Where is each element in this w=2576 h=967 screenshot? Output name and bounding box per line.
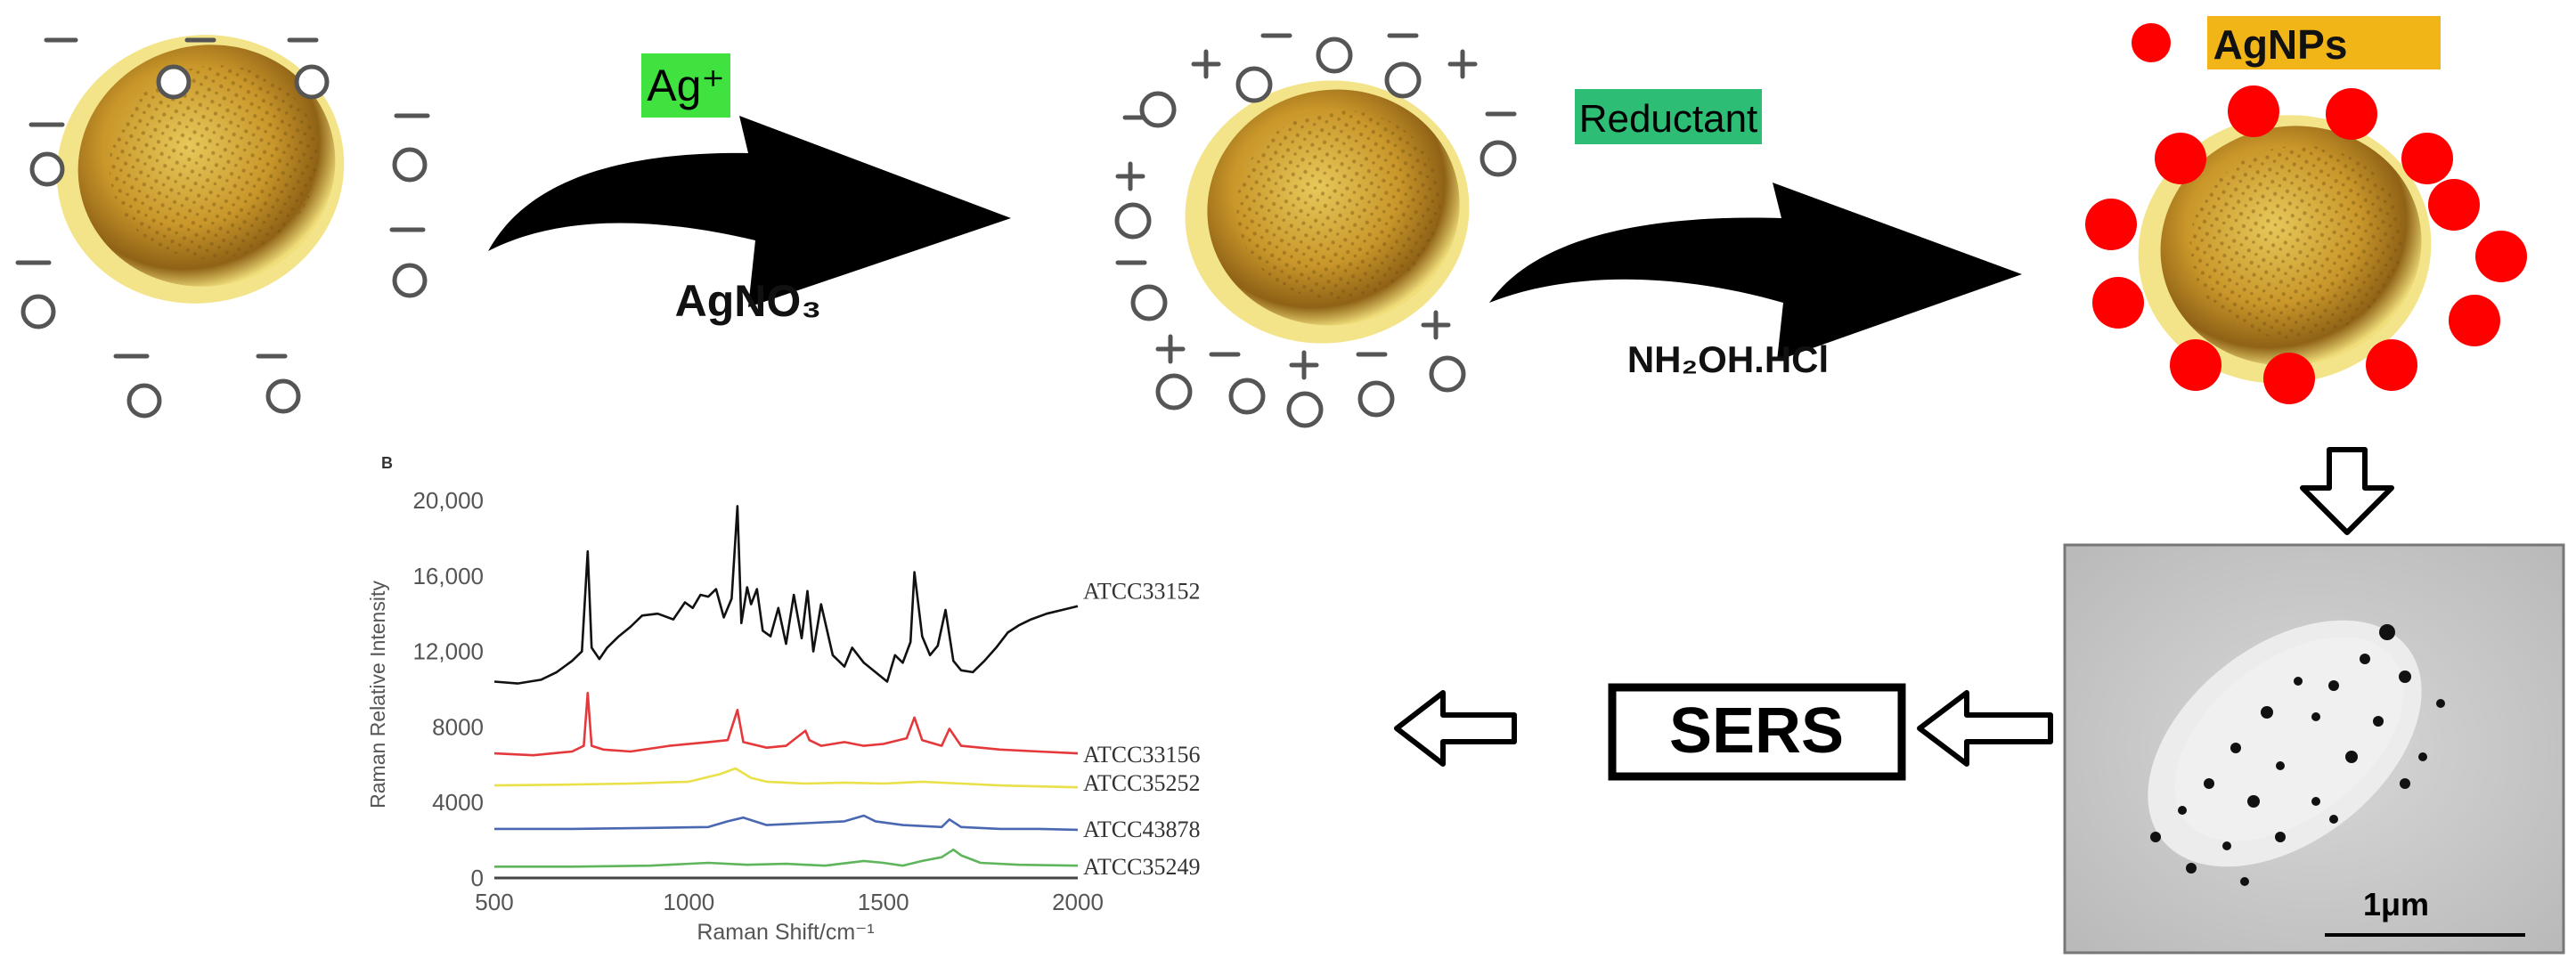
panel-label: B — [381, 454, 393, 472]
sers-box — [1608, 683, 1906, 781]
raman-chart: B 20,000 16,000 12,000 8000 4000 0 500 1000 150… — [366, 454, 1200, 945]
cell-with-ions — [1114, 33, 1517, 428]
series-line-ATCC35252 — [493, 767, 1079, 789]
x-tick-label: 2000 — [1052, 889, 1104, 915]
hollow-arrow-icon — [1917, 690, 2053, 767]
curved-arrow-icon — [1489, 183, 2022, 361]
bacterial-cell-icon — [1185, 80, 1470, 344]
hollow-arrow-icon — [1394, 690, 1517, 767]
bacterial-cell-icon — [2138, 115, 2432, 384]
process-arrow-1: Ag⁺ AgNO₃ — [488, 53, 1011, 326]
y-tick-label: 8000 — [432, 713, 484, 740]
reductant-badge — [1575, 89, 1762, 144]
plus-icon — [1115, 49, 1478, 380]
series-label: ATCC33152 — [1083, 579, 1200, 605]
series-line-ATCC35249 — [494, 848, 1079, 868]
series-label: ATCC35252 — [1083, 770, 1200, 796]
nh2oh-label: NH₂OH.HCl — [1627, 338, 1829, 380]
x-ticks: 500 1000 1500 2000 — [475, 889, 1104, 915]
y-tick-label: 4000 — [432, 789, 484, 816]
y-tick-label: 16,000 — [412, 563, 484, 589]
ion-circle — [20, 64, 428, 418]
series-label: ATCC43878 — [1083, 817, 1200, 842]
x-tick-label: 500 — [475, 889, 513, 915]
curved-arrow-icon — [488, 116, 1011, 307]
cell-negative — [15, 35, 430, 418]
agno3-label: AgNO₃ — [675, 276, 822, 326]
x-tick-label: 1500 — [858, 889, 909, 915]
ion-circle — [1114, 37, 1517, 428]
y-axis-label: Raman Relative Intensity — [366, 581, 389, 809]
y-tick-label: 20,000 — [412, 487, 484, 514]
y-tick-label: 0 — [471, 865, 484, 891]
silver-nanoparticle — [2085, 23, 2527, 404]
series-line-ATCC43878 — [494, 814, 1079, 832]
reductant-label: Reductant — [1579, 97, 1758, 141]
hollow-arrow-icon — [2300, 447, 2394, 535]
series-label: ATCC35249 — [1083, 854, 1200, 880]
series-line-ATCC33156 — [493, 691, 1079, 757]
agnps-label: AgNPs — [2213, 21, 2348, 68]
process-arrow-2: Reductant NH₂OH.HCl — [1489, 89, 2022, 380]
tem-micrograph: 1μm — [2063, 543, 2565, 955]
x-tick-label: 1000 — [663, 889, 714, 915]
minus-icon — [15, 37, 430, 359]
scale-bar-label: 1μm — [2363, 886, 2429, 922]
series-labels: ATCC33152ATCC33156ATCC35252ATCC43878ATCC… — [1083, 579, 1200, 881]
series-label: ATCC33156 — [1083, 742, 1200, 768]
series-line-ATCC33152 — [493, 505, 1079, 685]
bacterial-cell-icon — [56, 35, 345, 304]
agnps-badge — [2207, 16, 2441, 69]
sers-label: SERS — [1669, 695, 1844, 767]
y-tick-label: 12,000 — [412, 638, 484, 665]
ag-ion-badge — [641, 53, 730, 118]
cell-with-agnps: AgNPs — [2085, 16, 2527, 404]
x-axis-label: Raman Shift/cm⁻¹ — [697, 920, 874, 945]
plot-area — [493, 505, 1079, 868]
y-ticks: 20,000 16,000 12,000 8000 4000 0 — [412, 487, 484, 891]
ag-ion-label: Ag⁺ — [647, 61, 725, 110]
